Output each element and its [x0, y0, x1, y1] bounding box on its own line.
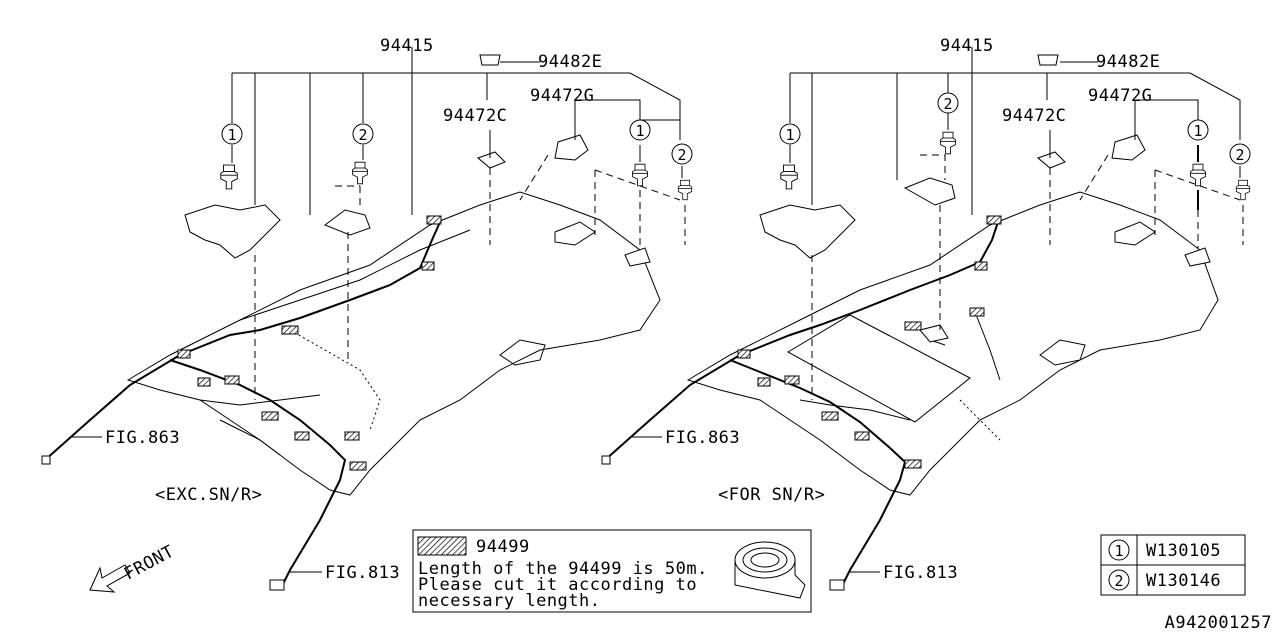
- console-bracket-left: [184, 204, 281, 259]
- front-arrow-icon: [89, 564, 131, 593]
- part-label-94472G: 94472G: [530, 86, 594, 106]
- part-label-94482E: 94482E: [1096, 52, 1160, 72]
- hatch-swatch: [417, 536, 467, 556]
- headliner-outline-right: [686, 191, 1219, 496]
- legend-code-1: W130105: [1146, 541, 1221, 561]
- legend-table: 1 W130105 2 W130146: [1100, 534, 1246, 596]
- diagram-id: A942001257: [1165, 613, 1272, 633]
- console-bracket-right: [759, 204, 856, 259]
- callout-1: 1: [1193, 122, 1202, 140]
- fig-ref-813: FIG.813: [325, 563, 400, 583]
- part-label-94472C: 94472C: [1002, 106, 1066, 126]
- variant-label: <FOR SN/R>: [718, 485, 825, 505]
- right-view: 1 2 1 2 94415 94482E 94472G 94472C FIG.8…: [601, 36, 1251, 591]
- callout-2: 2: [1235, 146, 1244, 164]
- sunroof-opening: [786, 314, 971, 423]
- part-label-94482E: 94482E: [538, 52, 602, 72]
- tape-note-line1: Length of the 94499 is 50m.: [418, 559, 708, 579]
- callout-2: 2: [677, 146, 686, 164]
- tape-note-line2: Please cut it according to: [418, 575, 697, 595]
- tape-part-number: 94499: [476, 537, 530, 557]
- callout-1: 1: [227, 126, 236, 144]
- variant-label: <EXC.SN/R>: [155, 485, 262, 505]
- part-label-94415: 94415: [940, 36, 994, 56]
- fig-ref-813: FIG.813: [883, 563, 958, 583]
- legend-num-1: 1: [1114, 542, 1123, 560]
- tape-note-line3: necessary length.: [418, 591, 601, 611]
- part-label-94472G: 94472G: [1088, 86, 1152, 106]
- fig-ref-863: FIG.863: [665, 428, 740, 448]
- part-label-94415: 94415: [380, 36, 434, 56]
- left-view: 1 2 1 2 94415 94482E 94472G 94472C FIG.8…: [41, 36, 693, 591]
- tape-note-box: 94499 Length of the 94499 is 50m. Please…: [412, 529, 812, 613]
- callout-1: 1: [785, 126, 794, 144]
- front-direction: FRONT: [89, 542, 178, 593]
- legend-code-2: W130146: [1146, 571, 1221, 591]
- wire-harness-right: [604, 221, 999, 461]
- legend-num-2: 2: [1114, 572, 1123, 590]
- callout-2: 2: [943, 95, 952, 113]
- tape-roll-icon: [734, 541, 806, 599]
- callout-1: 1: [635, 122, 644, 140]
- part-label-94472C: 94472C: [443, 106, 507, 126]
- front-label: FRONT: [121, 542, 178, 585]
- callout-2: 2: [358, 126, 367, 144]
- fig-ref-863: FIG.863: [105, 428, 180, 448]
